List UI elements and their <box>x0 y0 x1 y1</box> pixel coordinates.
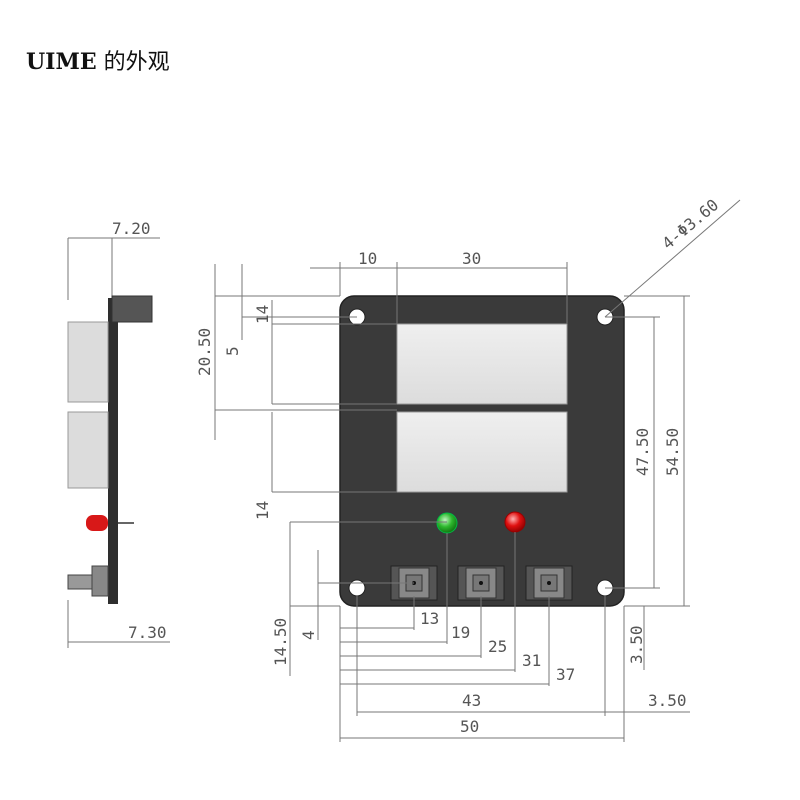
button-3 <box>525 565 573 601</box>
dim-x-31: 31 <box>522 651 541 670</box>
led-green <box>436 512 458 534</box>
dim-board-height: 54.50 <box>663 428 682 476</box>
button-2 <box>457 565 505 601</box>
side-top-tab <box>111 295 153 323</box>
dim-board-width: 50 <box>460 717 479 736</box>
dim-window-height-bottom: 14 <box>253 501 272 520</box>
dim-hole-spacing-h: 43 <box>462 691 481 710</box>
dim-side-bottom: 7.30 <box>128 623 167 642</box>
dim-x-37: 37 <box>556 665 575 684</box>
dim-side-top: 7.20 <box>112 219 151 238</box>
led-red <box>504 511 526 533</box>
side-display-2 <box>67 411 109 489</box>
hole-bottom-left <box>348 579 366 597</box>
dim-button-row-y: 14.50 <box>271 618 290 666</box>
side-led <box>86 515 108 531</box>
dim-left-margin: 10 <box>358 249 377 268</box>
dim-x-13: 13 <box>420 609 439 628</box>
dim-hole-offset-right-h: 3.50 <box>648 691 687 710</box>
display-window-2 <box>396 411 568 493</box>
dim-x-25: 25 <box>488 637 507 656</box>
front-view <box>339 295 625 607</box>
dim-hole-offset-right-v: 3.50 <box>627 625 646 664</box>
side-display-1 <box>67 321 109 403</box>
side-pcb <box>108 298 118 604</box>
dim-x-19: 19 <box>451 623 470 642</box>
side-button-cap <box>67 574 93 590</box>
page-title: UIME 的外观 <box>26 44 170 76</box>
dim-window-width: 30 <box>462 249 481 268</box>
dim-hole-offset-top: 5 <box>223 346 242 356</box>
side-view: 7.20 7.30 <box>67 219 170 648</box>
side-button <box>91 565 109 597</box>
dim-hole-offset-bottom: 4 <box>299 630 318 640</box>
dim-hole-spacing-v: 47.50 <box>633 428 652 476</box>
dim-window1-top: 20.50 <box>195 328 214 376</box>
display-window-1 <box>396 323 568 405</box>
title-rest: 的外观 <box>96 50 170 75</box>
dimension-lines <box>214 199 741 742</box>
dim-window-height-top: 14 <box>253 305 272 324</box>
title-bold: UIME <box>26 49 97 75</box>
